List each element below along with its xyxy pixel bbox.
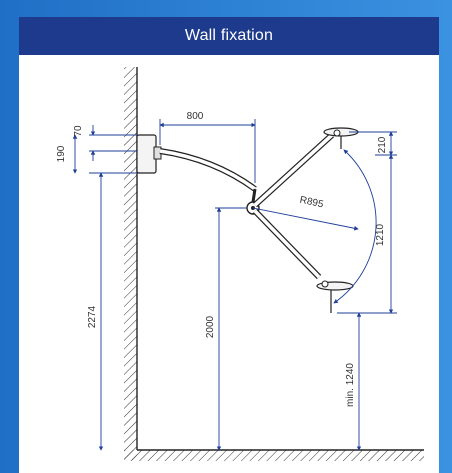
dim-min-lamp-height: min. 1240 <box>345 363 356 407</box>
dim-arm-reach: 800 <box>187 111 204 122</box>
extension-arm <box>159 148 257 192</box>
dim-head-offset: 70 <box>73 125 84 137</box>
wall-fixation-drawing: 800 70 190 2274 2000 R895 210 1210 min. … <box>56 67 424 461</box>
panel-title: Wall fixation <box>184 27 274 44</box>
panel-header: Wall fixation <box>19 17 439 55</box>
dimension-lines <box>72 119 397 451</box>
spring-arm-lower <box>252 208 322 280</box>
diagram-panel: Wall fixation <box>19 17 439 473</box>
spring-arm-upper <box>252 132 335 208</box>
dim-mount-height: 190 <box>56 145 67 162</box>
dim-vertical-travel: 1210 <box>375 223 386 246</box>
wall-mount-bracket <box>136 134 162 174</box>
dim-mount-elevation: 2274 <box>87 305 98 328</box>
swing-radius <box>252 149 377 304</box>
floor <box>124 449 424 461</box>
lamp-head-lower <box>316 280 354 313</box>
dim-pivot-elevation: 2000 <box>205 315 216 338</box>
dim-lamp-top-offset: 210 <box>377 136 388 153</box>
wall <box>124 67 138 460</box>
dim-arm-radius: R895 <box>299 195 325 211</box>
